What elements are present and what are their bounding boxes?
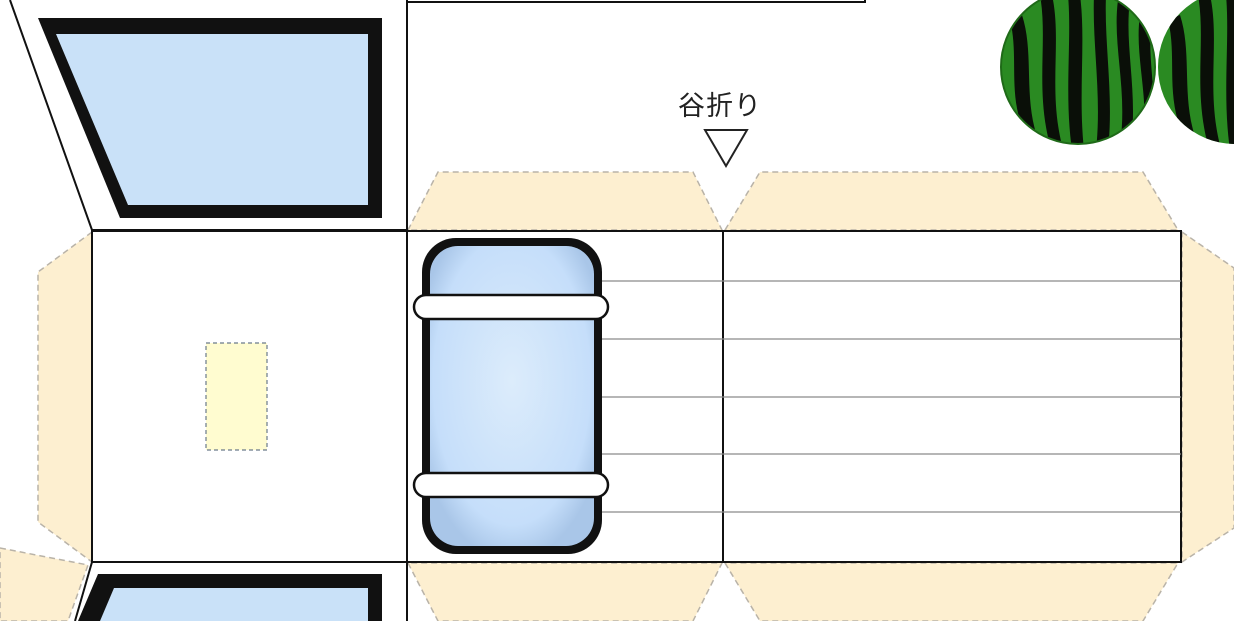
glue-tab-top-right (723, 171, 1180, 231)
roof-strap-top (412, 293, 610, 321)
glue-tab-right (1181, 230, 1234, 564)
top-flap-edge (407, 0, 866, 3)
bottom-left-panel-edge (74, 561, 93, 622)
glue-tabs (0, 171, 1234, 622)
side-window-top (38, 18, 382, 218)
watermelon-icon (1158, 0, 1234, 144)
watermelon-icon (1000, 0, 1156, 145)
glue-spot (205, 342, 268, 451)
valley-fold-label: 谷折り (678, 91, 762, 122)
glue-tab-bottom-middle (406, 562, 724, 622)
side-window-bottom (78, 574, 382, 621)
roof-rule-lines (596, 280, 1181, 513)
roof-window (412, 238, 610, 554)
valley-fold-triangle-icon (703, 129, 749, 168)
glue-tab-bottom-right (723, 562, 1180, 622)
roof-strap-bottom (412, 471, 610, 499)
glue-tab-top-middle (406, 171, 724, 231)
glue-tab-bottom-left (0, 547, 90, 622)
glue-tab-left (37, 230, 93, 564)
